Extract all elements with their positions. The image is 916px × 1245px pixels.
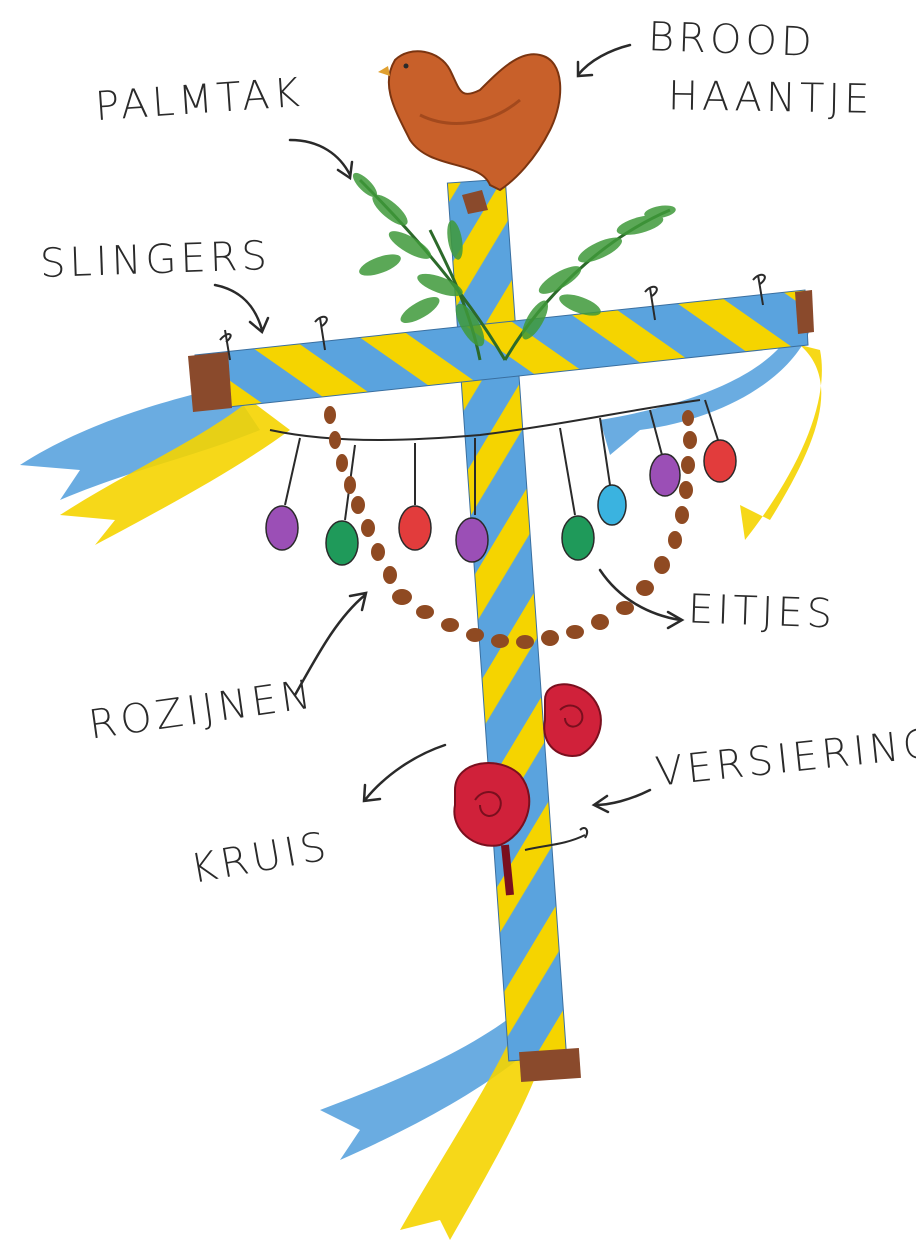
raisin-icon xyxy=(392,589,412,605)
raisin-icon xyxy=(466,628,484,642)
raisin-icon xyxy=(371,543,385,561)
egg-icon xyxy=(456,518,488,562)
egg-icon xyxy=(650,454,680,496)
arrow-kruis xyxy=(364,745,445,801)
raisin-icon xyxy=(668,531,682,549)
raisin-icon xyxy=(541,630,559,646)
arrow-slingers xyxy=(215,285,268,332)
raisin-icon xyxy=(679,481,693,499)
raisin-icon xyxy=(566,625,584,639)
raisin-icon xyxy=(344,476,356,494)
raisin-icon xyxy=(683,431,697,449)
egg-icon xyxy=(326,521,358,565)
arrow-versiering xyxy=(594,790,650,812)
raisin-icon xyxy=(351,496,365,514)
raisin-icon xyxy=(516,635,534,649)
raisin-icon xyxy=(336,454,348,472)
raisin-icon xyxy=(361,519,375,537)
label-brood: BROOD xyxy=(647,17,816,63)
raisin-icon xyxy=(383,566,397,584)
egg-icon xyxy=(399,506,431,550)
raisin-icon xyxy=(616,601,634,615)
raisin-icon xyxy=(329,431,341,449)
raisin-icon xyxy=(682,410,694,426)
label-slingers: SLINGERS xyxy=(39,236,271,284)
arrow-palmtak xyxy=(290,140,352,178)
raisin-icon xyxy=(675,506,689,524)
egg-icon xyxy=(598,485,626,525)
raisin-icon xyxy=(654,556,670,574)
raisin-icon xyxy=(491,634,509,648)
arrow-brood xyxy=(578,45,630,76)
raisin-icon xyxy=(636,580,654,596)
egg-icon xyxy=(562,516,594,560)
raisin-icon xyxy=(591,614,609,630)
raisin-icon xyxy=(441,618,459,632)
egg-icon xyxy=(266,506,298,550)
raisin-icon xyxy=(681,456,695,474)
label-haantje: HAANTJE xyxy=(668,76,874,120)
raisin-icon xyxy=(416,605,434,619)
label-eitjes: EITJES xyxy=(687,589,836,634)
raisin-icon xyxy=(324,406,336,424)
egg-icon xyxy=(704,440,736,482)
rose-icon xyxy=(544,684,601,756)
left-ribbons xyxy=(20,385,290,545)
arrow-eitjes xyxy=(600,570,682,628)
